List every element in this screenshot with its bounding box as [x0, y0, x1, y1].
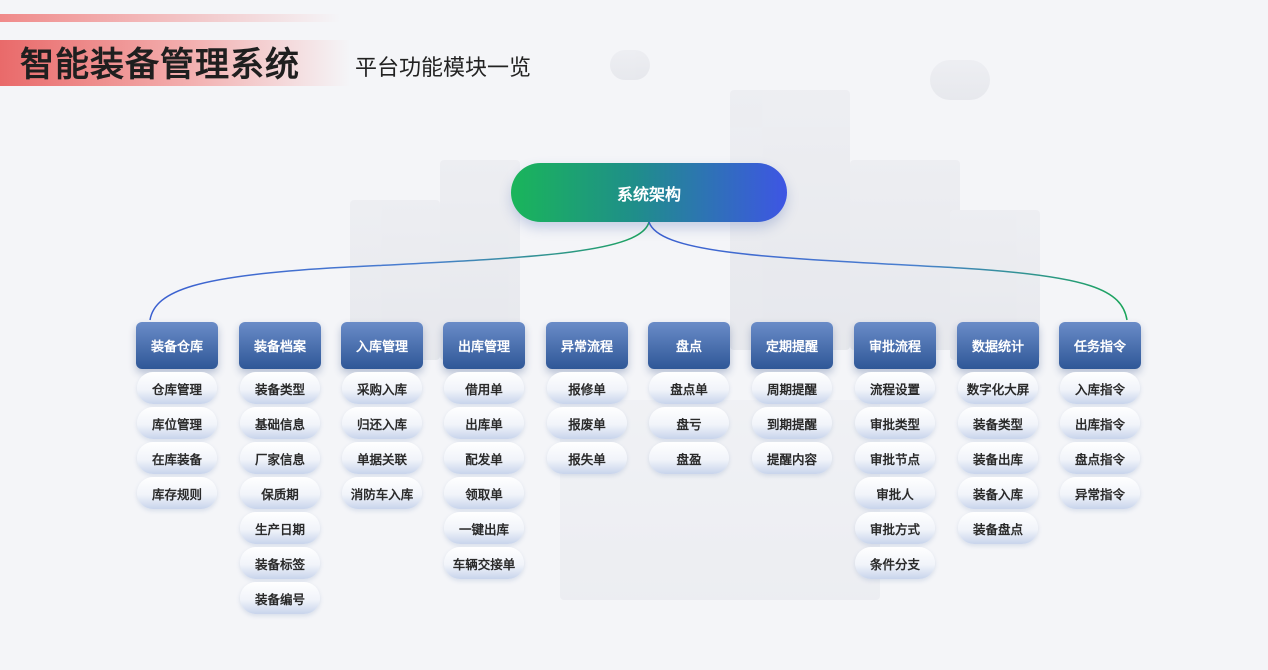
module-item[interactable]: 库位管理 — [137, 407, 217, 439]
module-item[interactable]: 出库指令 — [1060, 407, 1140, 439]
module-item[interactable]: 流程设置 — [855, 372, 935, 404]
module-item[interactable]: 审批类型 — [855, 407, 935, 439]
module-item[interactable]: 盘盈 — [649, 442, 729, 474]
module-item[interactable]: 报修单 — [547, 372, 627, 404]
module-item[interactable]: 盘点指令 — [1060, 442, 1140, 474]
module-item[interactable]: 生产日期 — [240, 512, 320, 544]
root-node-system-architecture: 系统架构 — [511, 163, 787, 222]
module-item[interactable]: 盘亏 — [649, 407, 729, 439]
module-item[interactable]: 采购入库 — [342, 372, 422, 404]
module-item[interactable]: 装备盘点 — [958, 512, 1038, 544]
module-column: 任务指令入库指令出库指令盘点指令异常指令 — [1059, 322, 1141, 509]
module-item[interactable]: 配发单 — [444, 442, 524, 474]
module-item[interactable]: 提醒内容 — [752, 442, 832, 474]
module-item[interactable]: 领取单 — [444, 477, 524, 509]
module-item[interactable]: 装备入库 — [958, 477, 1038, 509]
module-column: 装备仓库仓库管理库位管理在库装备库存规则 — [136, 322, 218, 509]
module-column: 盘点盘点单盘亏盘盈 — [648, 322, 730, 474]
module-header[interactable]: 异常流程 — [546, 322, 628, 369]
module-item[interactable]: 周期提醒 — [752, 372, 832, 404]
module-header[interactable]: 装备仓库 — [136, 322, 218, 369]
module-item[interactable]: 消防车入库 — [342, 477, 422, 509]
module-item[interactable]: 厂家信息 — [240, 442, 320, 474]
module-item[interactable]: 仓库管理 — [137, 372, 217, 404]
title-band — [0, 40, 350, 86]
module-item[interactable]: 条件分支 — [855, 547, 935, 579]
module-item[interactable]: 车辆交接单 — [444, 547, 524, 579]
module-header[interactable]: 数据统计 — [957, 322, 1039, 369]
module-column: 装备档案装备类型基础信息厂家信息保质期生产日期装备标签装备编号 — [239, 322, 321, 614]
module-header[interactable]: 审批流程 — [854, 322, 936, 369]
module-item[interactable]: 保质期 — [240, 477, 320, 509]
module-item[interactable]: 入库指令 — [1060, 372, 1140, 404]
module-header[interactable]: 盘点 — [648, 322, 730, 369]
module-column: 数据统计数字化大屏装备类型装备出库装备入库装备盘点 — [957, 322, 1039, 544]
page-title: 智能装备管理系统 — [20, 45, 300, 85]
module-item[interactable]: 报废单 — [547, 407, 627, 439]
module-item[interactable]: 报失单 — [547, 442, 627, 474]
module-header[interactable]: 入库管理 — [341, 322, 423, 369]
module-item[interactable]: 装备出库 — [958, 442, 1038, 474]
module-column: 入库管理采购入库归还入库单据关联消防车入库 — [341, 322, 423, 509]
module-item[interactable]: 异常指令 — [1060, 477, 1140, 509]
module-item[interactable]: 盘点单 — [649, 372, 729, 404]
module-item[interactable]: 单据关联 — [342, 442, 422, 474]
module-item[interactable]: 审批节点 — [855, 442, 935, 474]
module-item[interactable]: 库存规则 — [137, 477, 217, 509]
module-item[interactable]: 装备类型 — [958, 407, 1038, 439]
module-item[interactable]: 审批人 — [855, 477, 935, 509]
module-item[interactable]: 装备类型 — [240, 372, 320, 404]
module-item[interactable]: 归还入库 — [342, 407, 422, 439]
module-item[interactable]: 到期提醒 — [752, 407, 832, 439]
module-item[interactable]: 装备编号 — [240, 582, 320, 614]
module-column: 审批流程流程设置审批类型审批节点审批人审批方式条件分支 — [854, 322, 936, 579]
module-item[interactable]: 一键出库 — [444, 512, 524, 544]
connector-left-branch — [149, 221, 650, 321]
top-accent-line — [0, 14, 340, 22]
module-header[interactable]: 定期提醒 — [751, 322, 833, 369]
module-item[interactable]: 数字化大屏 — [958, 372, 1038, 404]
module-item[interactable]: 基础信息 — [240, 407, 320, 439]
module-column: 出库管理借用单出库单配发单领取单一键出库车辆交接单 — [443, 322, 525, 579]
page-subtitle: 平台功能模块一览 — [355, 56, 532, 81]
module-item[interactable]: 审批方式 — [855, 512, 935, 544]
module-header[interactable]: 装备档案 — [239, 322, 321, 369]
module-item[interactable]: 借用单 — [444, 372, 524, 404]
module-item[interactable]: 装备标签 — [240, 547, 320, 579]
module-column: 定期提醒周期提醒到期提醒提醒内容 — [751, 322, 833, 474]
module-item[interactable]: 在库装备 — [137, 442, 217, 474]
module-header[interactable]: 出库管理 — [443, 322, 525, 369]
module-column: 异常流程报修单报废单报失单 — [546, 322, 628, 474]
module-item[interactable]: 出库单 — [444, 407, 524, 439]
connector-right-branch — [648, 221, 1128, 321]
module-header[interactable]: 任务指令 — [1059, 322, 1141, 369]
